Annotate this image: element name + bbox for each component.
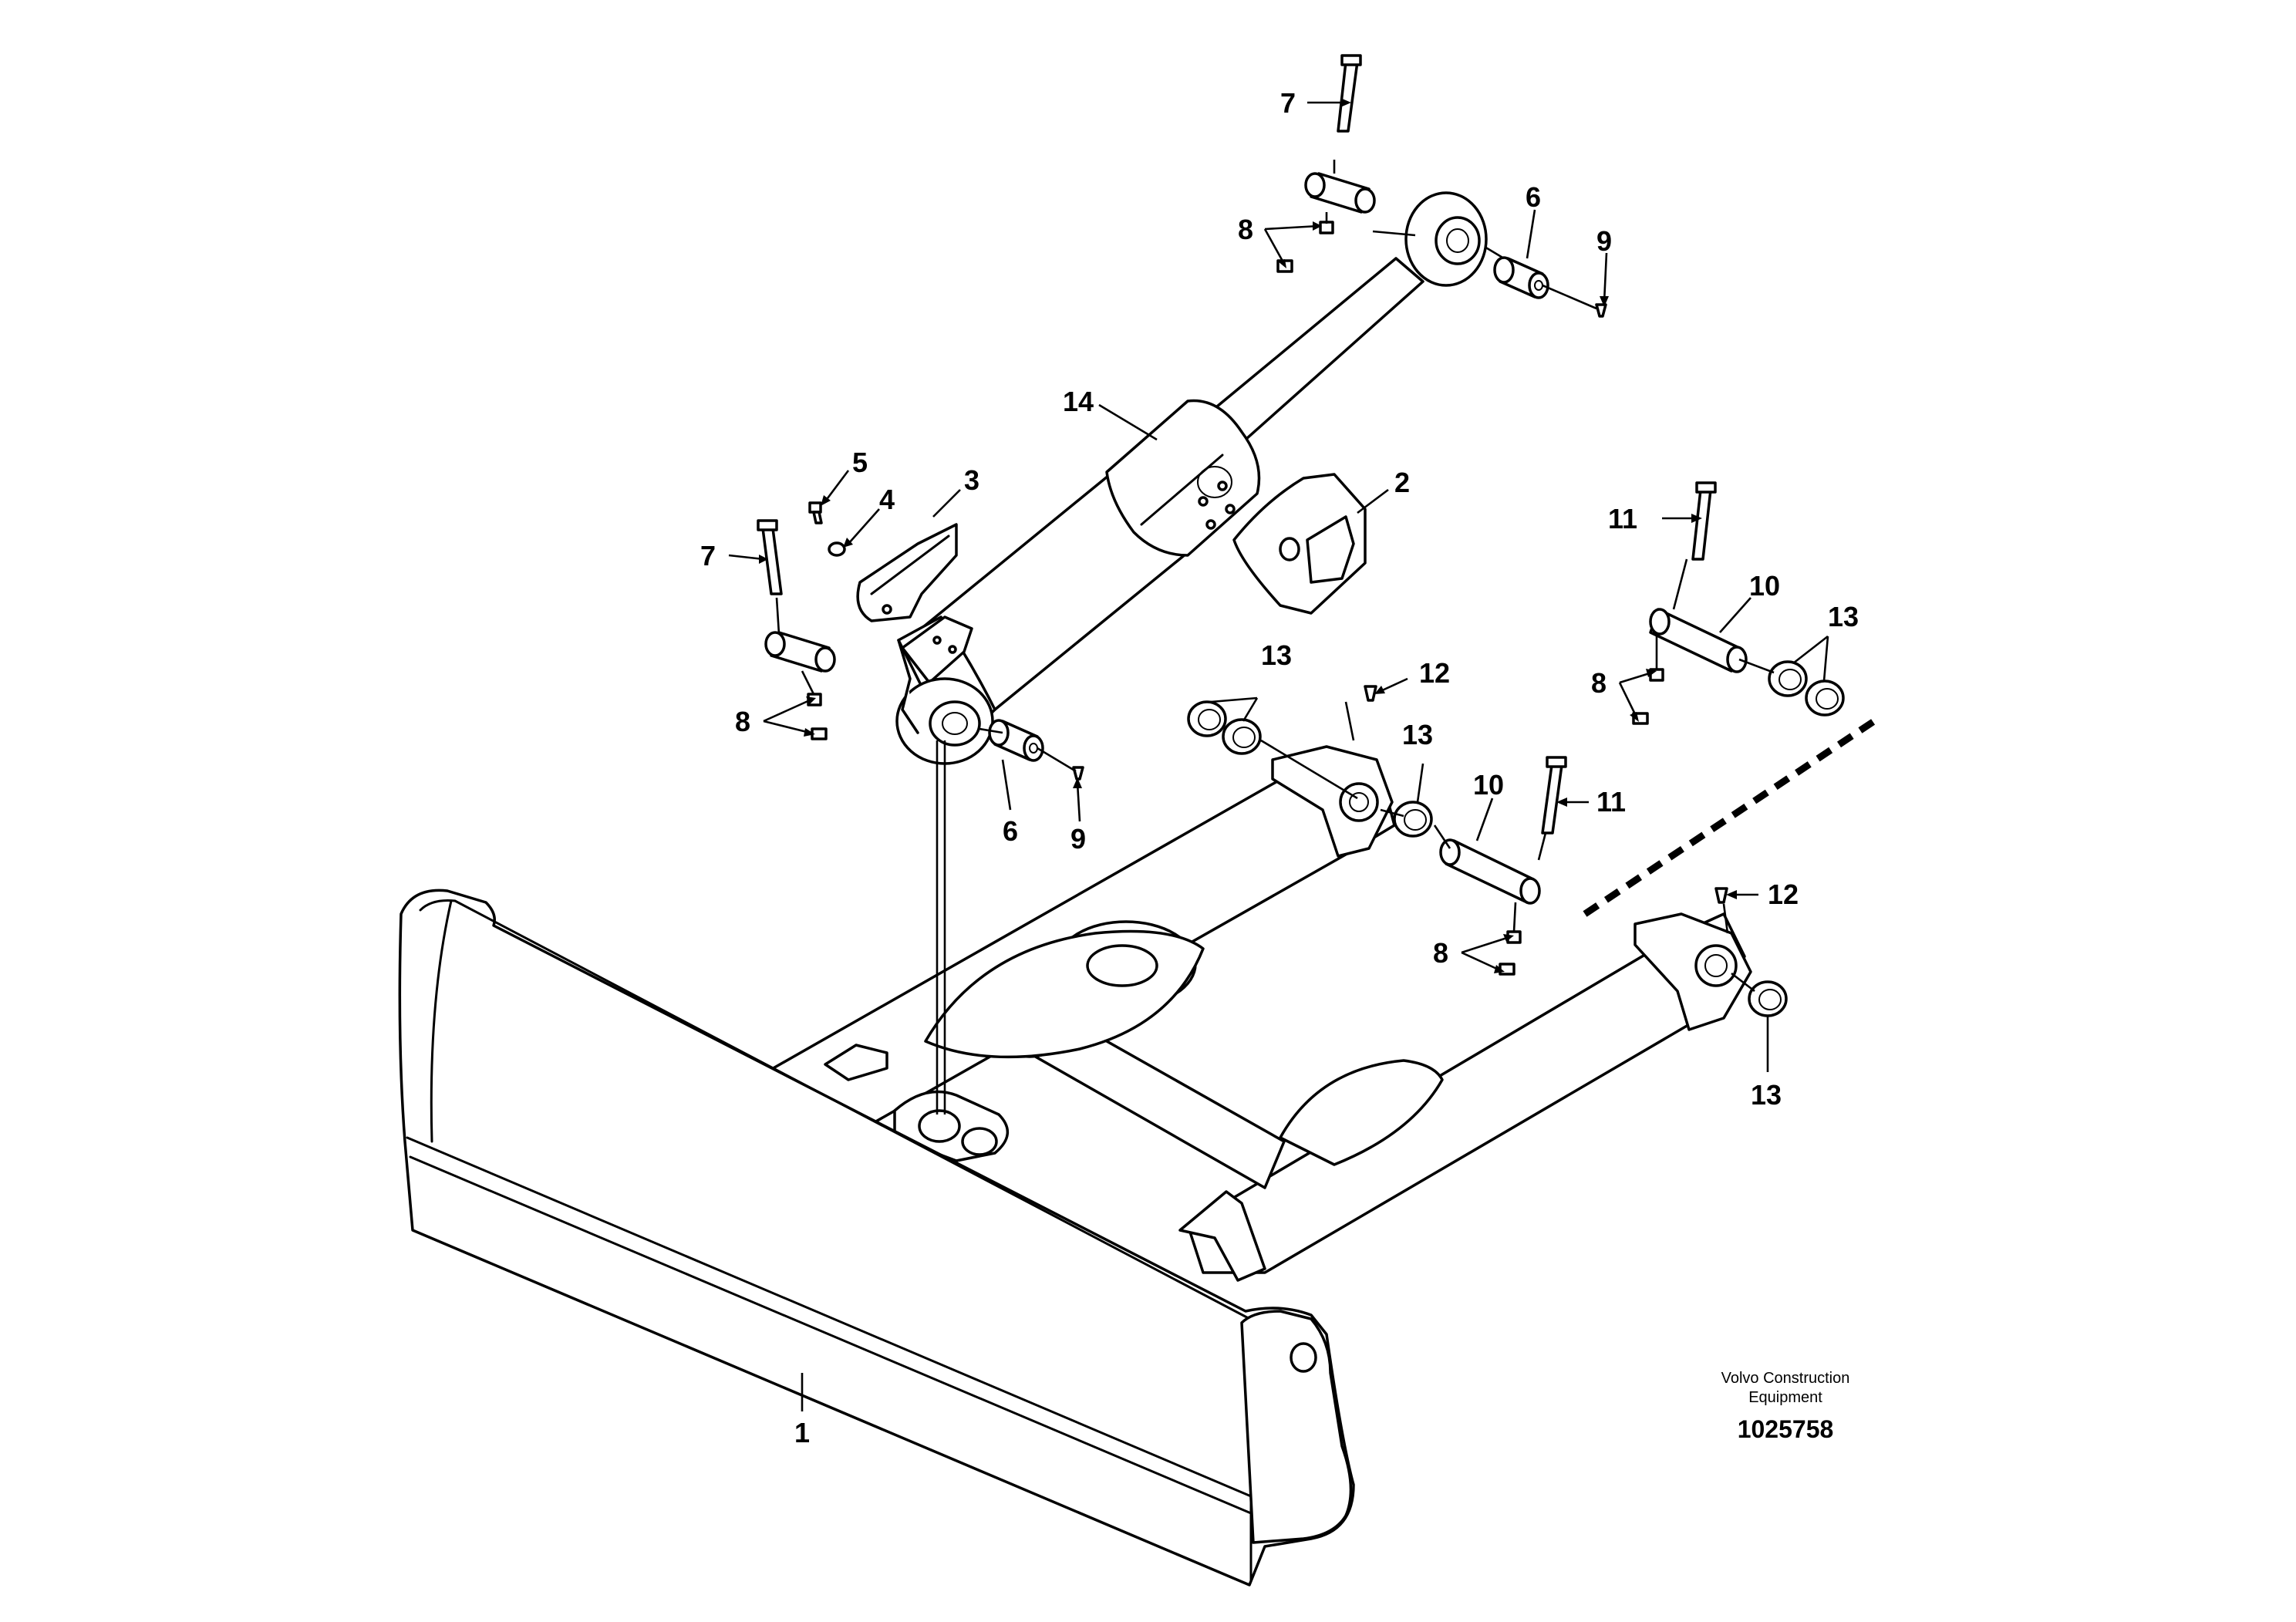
callout-8c: 8 <box>1591 667 1607 699</box>
callout-8a: 8 <box>1238 214 1253 245</box>
brand-line-2: Equipment <box>1748 1389 1822 1406</box>
callout-13b: 13 <box>1402 719 1433 750</box>
callout-10a: 10 <box>1749 570 1780 602</box>
callout-7a: 7 <box>1280 87 1296 119</box>
callout-10b: 10 <box>1473 769 1504 801</box>
callout-13a: 13 <box>1261 639 1292 671</box>
callout-8d: 8 <box>1433 937 1448 969</box>
callout-12a: 12 <box>1419 657 1450 689</box>
guard-plate <box>1232 473 1367 615</box>
callout-labels: 1 2 3 4 5 6 6 7 7 8 8 8 8 9 9 10 10 11 1… <box>700 87 1859 1448</box>
pins <box>1439 608 1748 905</box>
assembly-lines <box>775 160 1876 1114</box>
callout-1: 1 <box>794 1417 810 1448</box>
small-hardware <box>807 221 1728 976</box>
callout-13c: 13 <box>1828 601 1859 632</box>
bolts <box>757 54 1717 835</box>
callout-3: 3 <box>964 464 979 496</box>
blade-frame <box>758 745 1752 1282</box>
title-block: Volvo Construction Equipment 1025758 <box>1721 1370 1850 1443</box>
callout-8b: 8 <box>735 706 750 737</box>
callout-11a: 11 <box>1608 503 1637 534</box>
callout-11b: 11 <box>1596 786 1626 818</box>
callout-12b: 12 <box>1768 878 1799 910</box>
o-rings <box>1187 660 1845 1017</box>
callout-4: 4 <box>879 484 895 515</box>
dozer-blade <box>398 889 1355 1587</box>
callout-6b: 6 <box>1003 815 1018 847</box>
bushings <box>988 256 1549 762</box>
callout-6a: 6 <box>1526 181 1541 213</box>
leader-lines <box>728 98 1829 1411</box>
callout-9b: 9 <box>1070 823 1086 855</box>
callout-7b: 7 <box>700 540 716 572</box>
brand-line-1: Volvo Construction <box>1721 1370 1850 1387</box>
hydraulic-cylinder <box>895 191 1488 765</box>
cover-plate <box>856 523 958 622</box>
callout-2: 2 <box>1394 467 1410 498</box>
callout-14: 14 <box>1063 386 1094 417</box>
callout-13d: 13 <box>1751 1079 1782 1111</box>
sleeves <box>764 172 1376 673</box>
document-number: 1025758 <box>1738 1415 1834 1443</box>
callout-9a: 9 <box>1596 225 1612 257</box>
callout-5: 5 <box>852 447 868 478</box>
